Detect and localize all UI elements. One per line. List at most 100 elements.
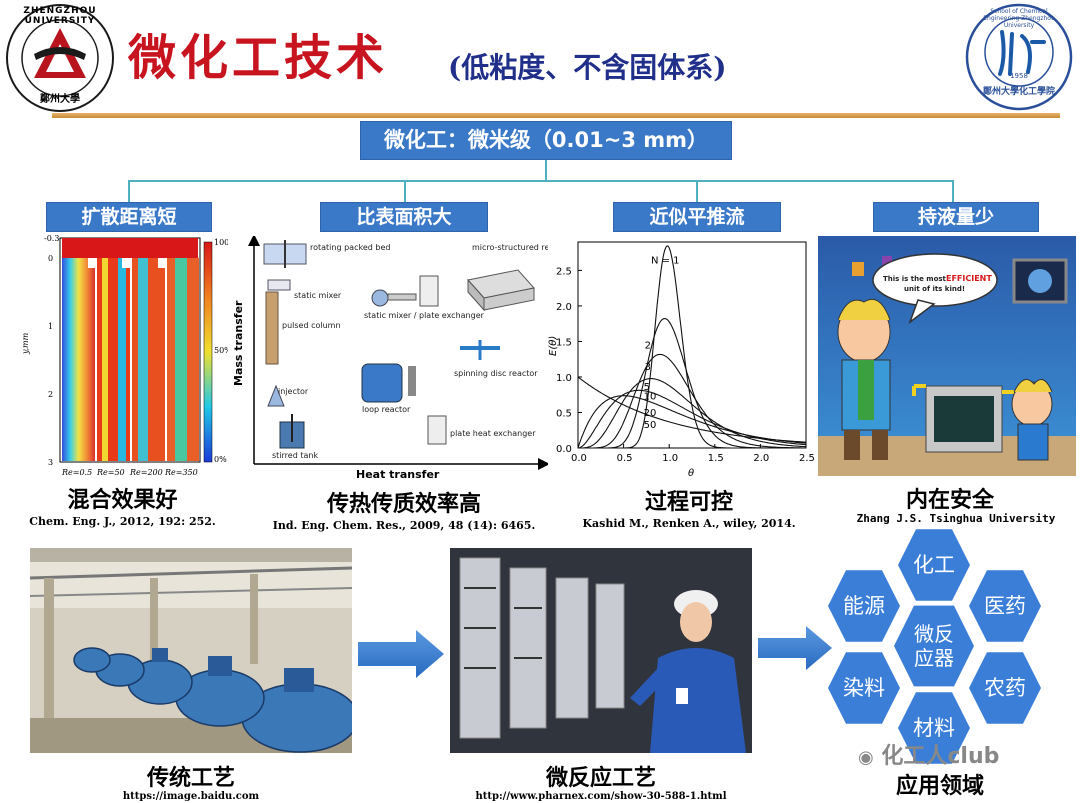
ref-safety: Zhang J.S. Tsinghua University	[856, 512, 1056, 525]
rtd-curve-label: 10	[644, 392, 657, 403]
hex-pesticide: 农药	[969, 652, 1041, 724]
label-injector: injector	[278, 387, 309, 396]
professor-character	[837, 298, 891, 460]
heat-transfer-label: Heat transfer	[356, 468, 440, 481]
page-title: 微化工技术	[128, 30, 389, 86]
hex-dyes: 染料	[828, 652, 900, 724]
caption-application-fields: 应用领域	[895, 774, 984, 799]
caption-controllable-process: 过程可控	[644, 490, 733, 515]
hex-chemical-industry: 化工	[898, 529, 970, 601]
rtd-curve-2	[577, 395, 807, 449]
rtd-y-label: E(θ)	[548, 336, 559, 356]
mass-transfer-label: Mass transfer	[232, 300, 245, 386]
x-tick-label: 2.0	[753, 453, 769, 464]
ref-transfer: Ind. Eng. Chem. Res., 2009, 48 (14): 646…	[272, 519, 536, 532]
ref-micro: http://www.pharnex.com/show-30-588-1.htm…	[475, 791, 727, 802]
spinning-disc-reactor-icon	[460, 340, 500, 360]
y-tick-label: 1.0	[556, 373, 572, 384]
child-character	[1011, 379, 1053, 461]
mass-heat-transfer-panel: Mass transfer Heat transfer rotating pac…	[228, 236, 548, 484]
mixing-contour-panel: -0.3 0 1 2 3 y,mm 100% 50% 0% Re=0.5 Re=…	[10, 234, 235, 482]
rtd-curve-10	[578, 353, 806, 449]
static-mixer-plate-exchanger-icon	[371, 275, 439, 307]
x-tick-label: 0.5	[617, 453, 633, 464]
rtd-curve-label: 50	[644, 420, 657, 431]
right-arrow-icon	[358, 630, 444, 678]
tree-drop-3	[696, 180, 698, 202]
label-large-surface-area: 比表面积大	[320, 202, 488, 232]
ref-mixing: Chem. Eng. J., 2012, 192: 252.	[29, 515, 216, 528]
label-spinning-disc-reactor: spinning disc reactor	[454, 369, 538, 378]
tree-trunk	[545, 160, 547, 180]
hex-micro-reactor: 微反应器	[894, 605, 974, 687]
micro-scale-label: 微化工：微米级（0.01~3 mm）	[360, 121, 732, 160]
speech-highlight: EFFICIENT	[946, 274, 992, 283]
rtd-plot-frame	[577, 241, 807, 449]
tree-drop-4	[952, 180, 954, 202]
wechat-watermark: ◉ 化工人club	[858, 738, 999, 770]
wechat-icon: ◉	[858, 747, 874, 768]
logo-left-subtext: 鄭州大學	[40, 94, 80, 105]
caption-intrinsic-safety: 内在安全	[905, 488, 994, 513]
colorbar-tick-50: 50%	[214, 346, 232, 355]
logo-right-text: School of Chemical Engineering Zhengzhou…	[983, 8, 1055, 29]
rtd-curve-label: N = 1	[651, 255, 680, 266]
speech-line-2: unit of its kind!	[904, 285, 965, 293]
rtd-x-label: θ	[688, 468, 694, 479]
hex-energy: 能源	[828, 570, 900, 642]
label-micro-structured-reactor: micro-structured reactor	[472, 243, 548, 252]
label-static-mixer-plate-exchanger: static mixer / plate exchanger	[364, 311, 485, 320]
safety-cartoon-panel: This is the most EFFICIENT unit of its k…	[818, 236, 1076, 476]
y-tick-1: 1	[48, 322, 53, 331]
label-static-mixer: static mixer	[294, 291, 342, 300]
operator-person	[630, 590, 746, 753]
rtd-curve-50	[578, 245, 806, 449]
label-plate-heat-exchanger: plate heat exchanger	[450, 429, 536, 438]
header-divider	[52, 113, 1060, 118]
page-subtitle: (低粘度、不含固体系)	[448, 51, 727, 84]
label-pulsed-column: pulsed column	[282, 321, 341, 330]
x-tick-label: 1.5	[708, 453, 724, 464]
micro-structured-reactor-icon	[467, 269, 535, 312]
traditional-process-photo	[30, 548, 352, 753]
lab-equipment	[912, 384, 1014, 453]
right-arrow-icon-2	[758, 626, 832, 670]
caption-good-mixing: 混合效果好	[67, 488, 178, 513]
label-rotating-packed-bed: rotating packed bed	[310, 243, 390, 252]
tree-branch	[128, 180, 954, 182]
school-of-chemical-engineering-logo: School of Chemical Engineering Zhengzhou…	[962, 2, 1076, 112]
re-label-2: Re=50	[96, 468, 125, 477]
logo-right-year: 1958	[1010, 72, 1028, 80]
tree-drop-2	[404, 180, 406, 202]
caption-micro-reaction-process: 微反应工艺	[545, 766, 656, 791]
rtd-curve-3	[577, 389, 807, 449]
y-tick-label: 2.0	[556, 302, 572, 313]
colorbar-tick-100: 100%	[214, 238, 235, 247]
tree-drop-1	[128, 180, 130, 202]
caption-traditional-process: 传统工艺	[146, 766, 235, 791]
watermark-text: 化工人club	[881, 744, 1000, 769]
y-tick-3: 3	[48, 458, 53, 467]
x-tick-label: 0.0	[571, 453, 587, 464]
label-short-diffusion: 扩散距离短	[46, 202, 212, 232]
label-low-holdup: 持液量少	[873, 202, 1039, 232]
x-tick-label: 2.5	[799, 453, 815, 464]
y-tick-label: 0.5	[556, 408, 572, 419]
rtd-curve-label: 20	[644, 408, 657, 419]
rotating-packed-bed-icon	[263, 240, 307, 268]
label-plug-flow: 近似平推流	[613, 202, 781, 232]
y-tick-label: 1.5	[556, 337, 572, 348]
x-tick-label: 1.0	[662, 453, 678, 464]
y-tick-2: 2	[48, 390, 53, 399]
label-loop-reactor: loop reactor	[362, 405, 411, 414]
colorbar-tick-0: 0%	[214, 455, 227, 464]
re-label-1: Re=0.5	[61, 468, 92, 477]
re-label-4: Re=350	[164, 468, 198, 477]
mixing-y-label: y,mm	[21, 332, 30, 355]
y-tick-neg: -0.3	[44, 234, 59, 243]
logo-left-text: ZHENGZHOU UNIVERSITY	[23, 6, 97, 26]
re-label-3: Re=200	[129, 468, 163, 477]
y-tick-0: 0	[48, 254, 53, 263]
